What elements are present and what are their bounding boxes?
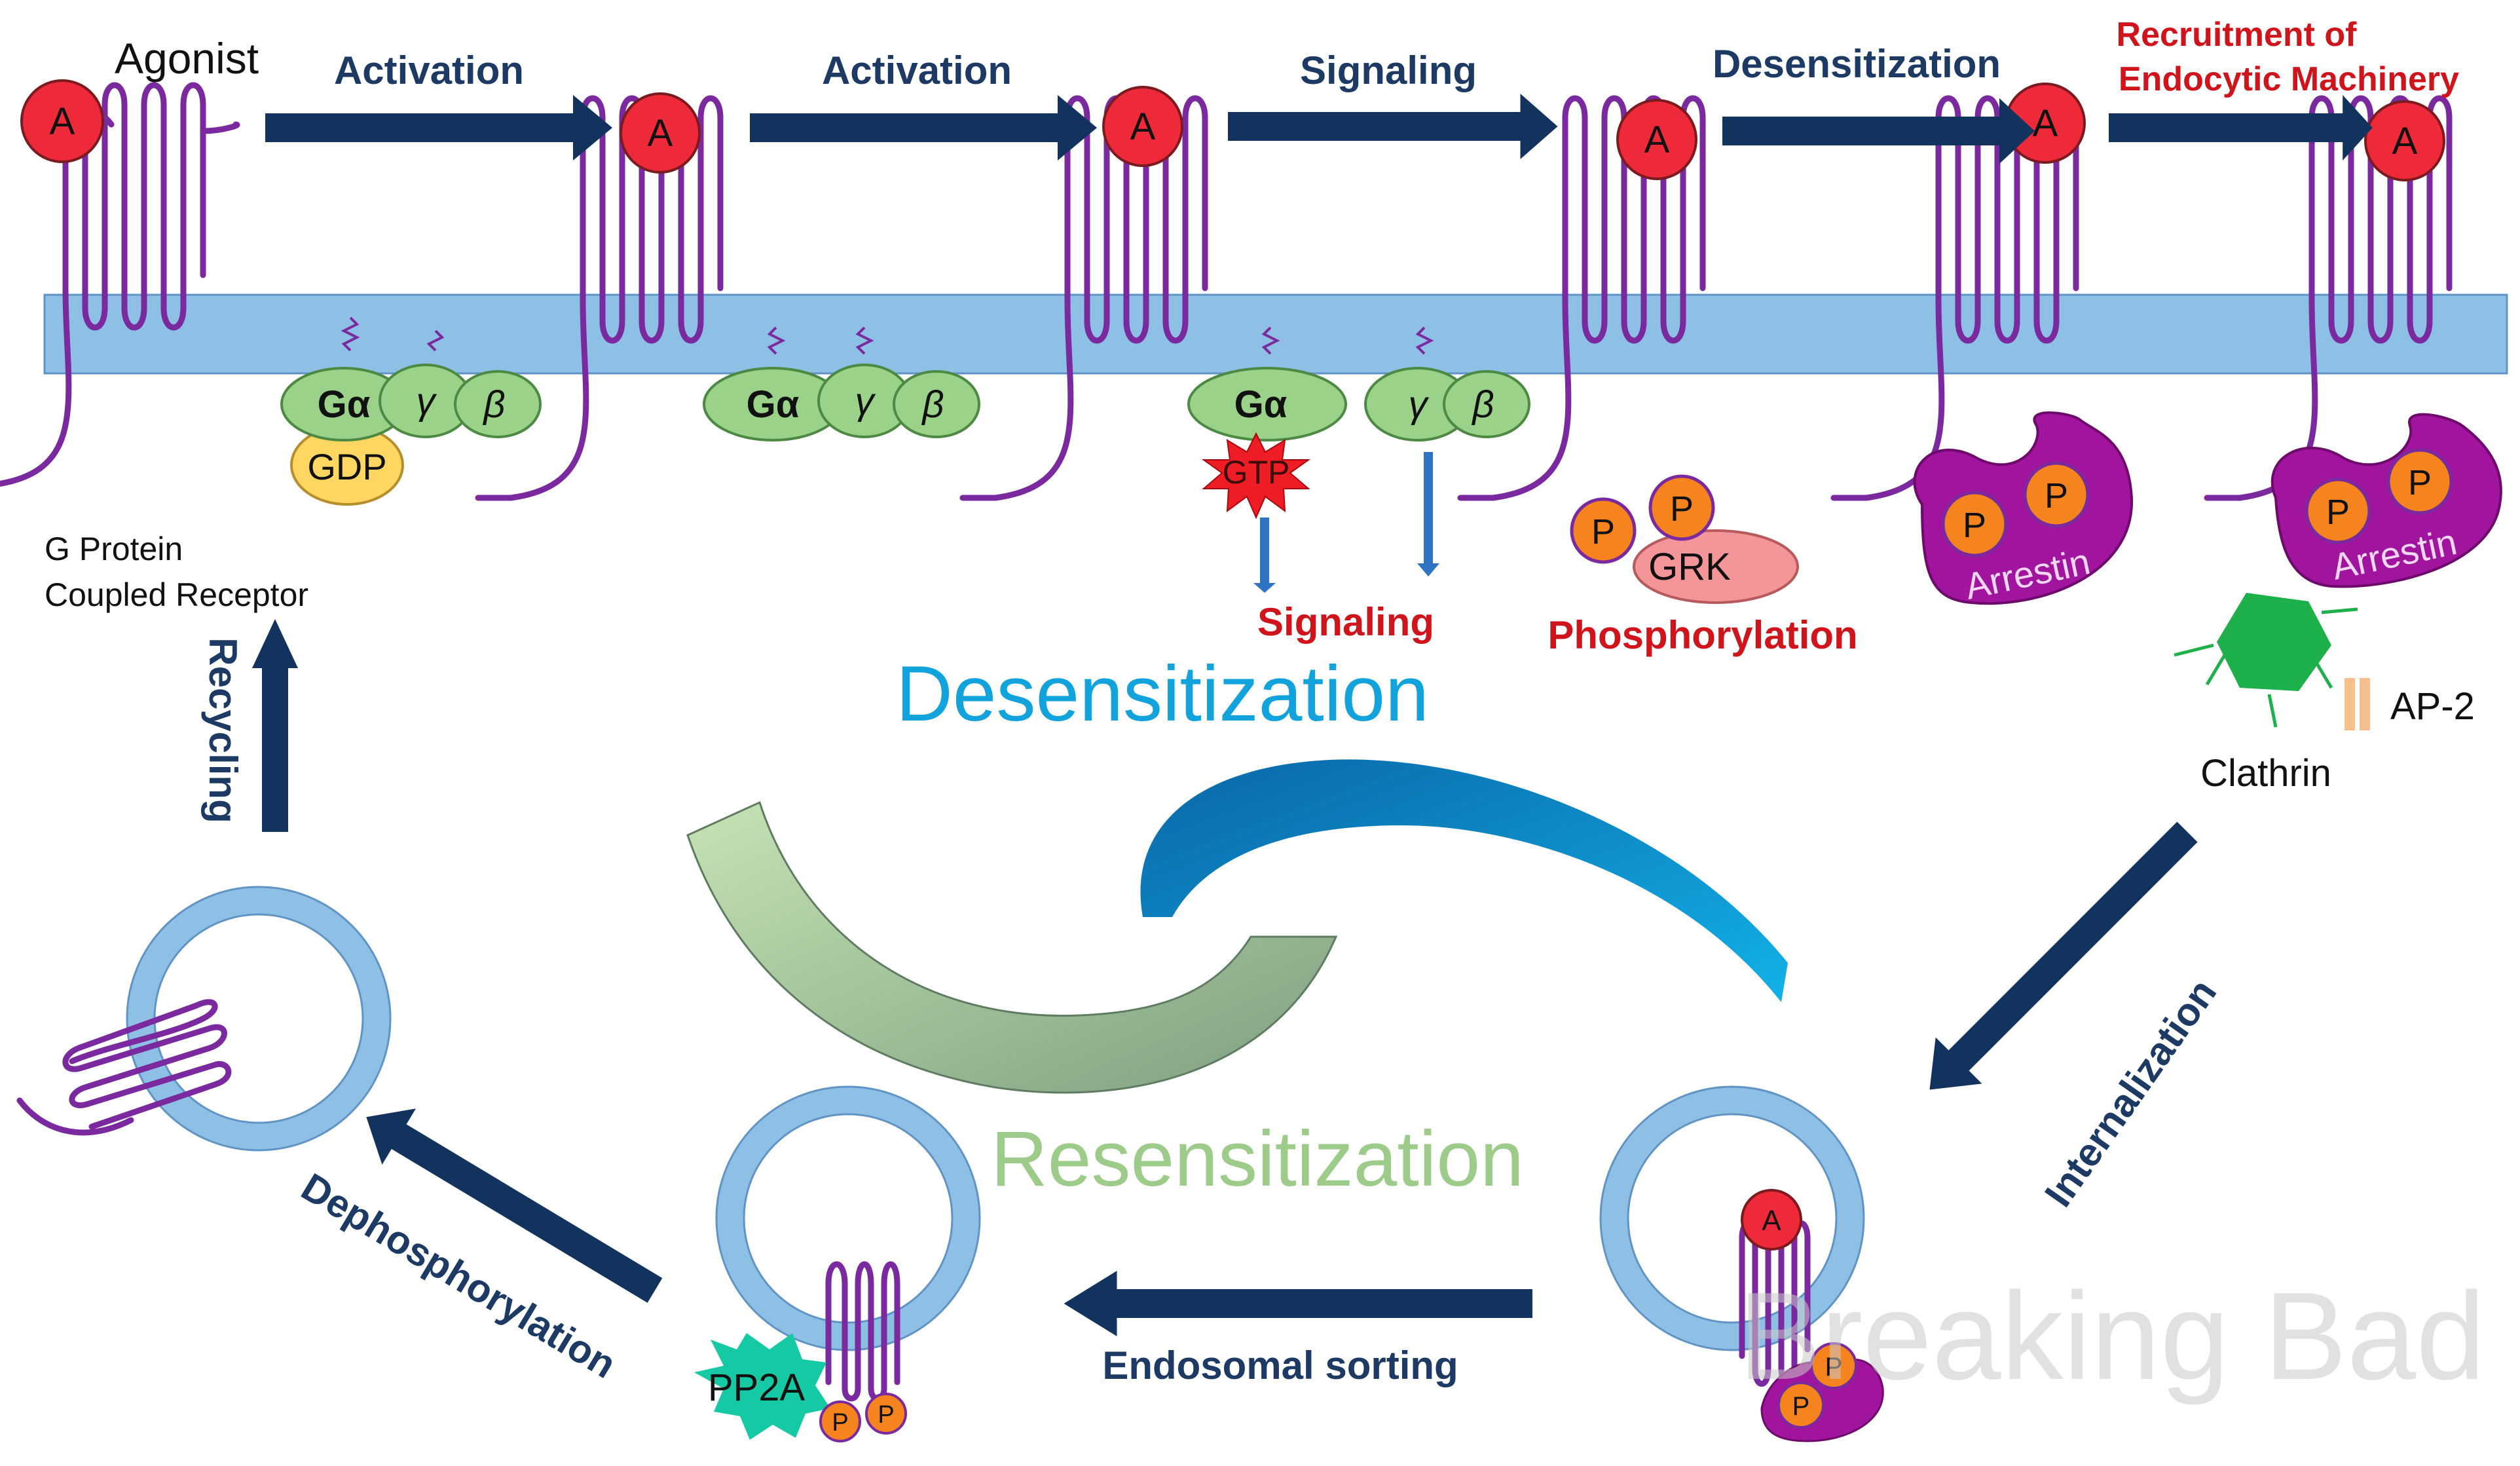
agonist-6: A <box>2364 100 2445 181</box>
desensitization-label: Desensitization <box>1713 42 2001 86</box>
g-alpha-label: Gα <box>747 383 800 426</box>
arrestin-stage-6: P P Arrestin <box>2270 413 2502 588</box>
g-beta-gamma: γ β <box>1364 326 1530 576</box>
ap2-icon <box>2344 678 2370 730</box>
phospho-letter: P <box>878 1401 894 1429</box>
phospho-letter: P <box>1963 506 1986 545</box>
endosome-internalized: P P A <box>1599 1085 1884 1442</box>
g-alpha-label: Gα <box>318 383 371 426</box>
beta-label: β <box>482 383 505 426</box>
internalization-label: Internalization <box>2036 971 2225 1214</box>
clathrin-label: Clathrin <box>2200 752 2331 795</box>
signaling-arrow <box>1228 94 1558 159</box>
gtp-burst <box>1201 432 1311 519</box>
dephosphorylation-label: Dephosphorylation <box>294 1165 623 1387</box>
phospho-letter: P <box>2045 476 2068 516</box>
agonist-letter: A <box>2033 102 2058 145</box>
clathrin-icon <box>2174 593 2358 728</box>
endosomal-sorting-arrow <box>1064 1271 1532 1336</box>
gamma-label: γ <box>417 380 437 423</box>
agonist-5: A <box>2005 83 2086 164</box>
pp2a-burst <box>694 1333 830 1440</box>
endosomal-sorting-label: Endosomal sorting <box>1102 1344 1458 1387</box>
desensitization-arrow <box>1722 98 2035 164</box>
agonist-3: A <box>1102 86 1183 167</box>
activation-arrow-1 <box>265 95 612 160</box>
agonist-letter: A <box>648 112 673 155</box>
agonist-2: A <box>620 92 701 174</box>
endosome-sorted: PP2A P P <box>694 1085 981 1442</box>
desensitization-cycle-label: Desensitization <box>896 650 1429 738</box>
gamma-label: γ <box>855 380 876 423</box>
phospho-letter: P <box>1591 512 1615 552</box>
phospho-letter: P <box>1670 489 1694 529</box>
plasma-membrane <box>43 293 2508 375</box>
phospho-letter: P <box>1825 1353 1843 1381</box>
grk-label: GRK <box>1648 546 1731 588</box>
g-alpha-label: Gα <box>1234 383 1288 426</box>
agonist-letter: A <box>1130 105 1156 148</box>
recycling-label: Recycling <box>201 637 245 823</box>
recruitment-label-line2: Endocytic Machinery <box>2119 60 2459 98</box>
agonist-letter: A <box>50 100 75 143</box>
gtp-label: GTP <box>1223 454 1290 491</box>
g-alpha-gtp: Gα GTP <box>1187 326 1347 593</box>
beta-label: β <box>921 383 944 426</box>
agonist-letter: A <box>2392 120 2418 162</box>
activation-label-2: Activation <box>822 48 1012 92</box>
ap2-label: AP-2 <box>2390 685 2475 728</box>
grk-complex: GRK P P <box>1570 474 1799 604</box>
signaling-output-label: Signaling <box>1257 600 1434 644</box>
resensitization-cycle-label: Resensitization <box>991 1115 1524 1203</box>
gpcr-label-line2: Coupled Receptor <box>45 576 308 613</box>
gamma-label: γ <box>1409 383 1430 426</box>
gpcr-label-line1: G Protein <box>45 531 183 567</box>
arrestin-shape <box>2270 413 2502 588</box>
phospho-letter: P <box>2326 493 2350 532</box>
agonist-4: A <box>1616 99 1697 180</box>
agonist-label: Agonist <box>115 34 259 83</box>
phospho-letter: P <box>832 1409 848 1437</box>
activation-arrow-2 <box>750 95 1097 160</box>
resensitization-swoosh <box>686 800 1338 1094</box>
desensitization-swoosh <box>1140 759 1788 1002</box>
recruitment-label-line1: Recruitment of <box>2117 16 2358 54</box>
phospho-letter: P <box>2408 463 2432 502</box>
signaling-label: Signaling <box>1300 48 1477 92</box>
beta-label: β <box>1471 383 1494 426</box>
agonist-1: A <box>20 79 104 163</box>
activation-label-1: Activation <box>334 48 524 92</box>
agonist-letter: A <box>1644 119 1670 161</box>
arrestin-stage-5: P P Arrestin <box>1913 411 2134 607</box>
endosome-recycling <box>16 886 392 1152</box>
heterotrimer-stage-2: Gα γ β <box>703 326 980 442</box>
agonist-letter: A <box>1762 1205 1781 1237</box>
phospho-letter: P <box>1792 1392 1810 1421</box>
pp2a-label: PP2A <box>708 1366 806 1409</box>
phosphorylation-label: Phosphorylation <box>1547 613 1857 657</box>
watermark: Breaking Bad <box>1738 1267 2485 1406</box>
recycling-arrow <box>252 619 298 832</box>
heterotrimer-stage-1: GDP Gα γ β <box>280 316 542 506</box>
gdp-label: GDP <box>307 446 386 487</box>
